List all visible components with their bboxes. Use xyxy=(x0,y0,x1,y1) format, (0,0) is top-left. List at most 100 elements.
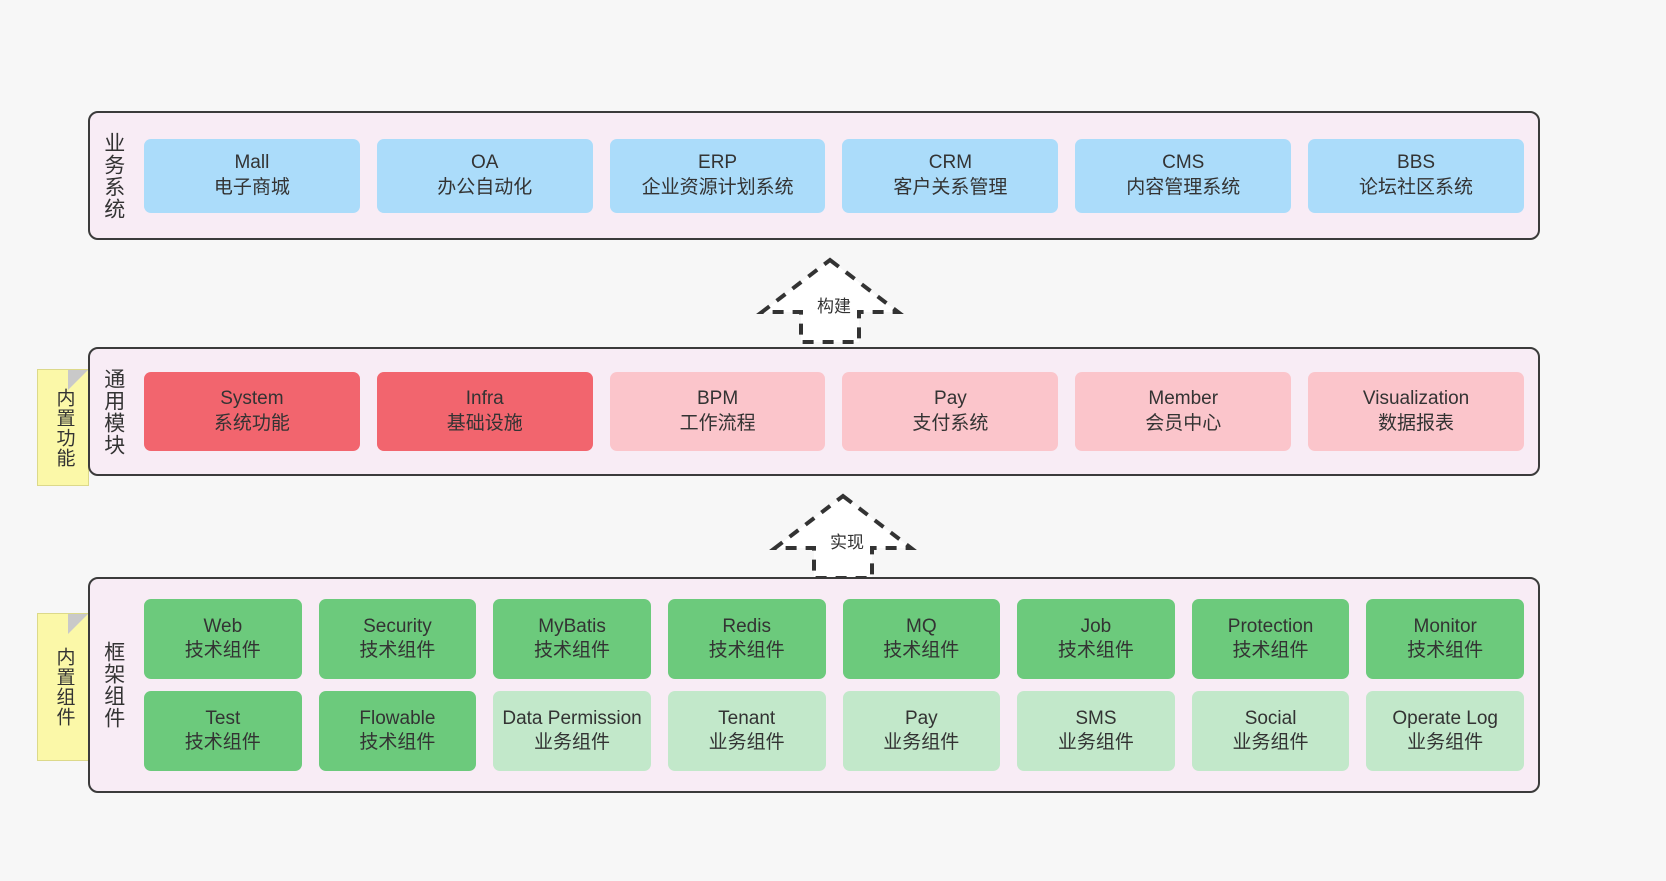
layer-business-body: Mall 电子商城 OA 办公自动化 ERP 企业资源计划系统 CRM 客户关系… xyxy=(136,113,1538,238)
node-data-permission-en: Data Permission xyxy=(502,707,642,729)
node-oa-cn: 办公自动化 xyxy=(437,176,533,198)
node-infra-en: Infra xyxy=(465,388,504,410)
layer-framework-components: 框架组件 Web 技术组件 Security 技术组件 MyBatis 技术组件… xyxy=(88,577,1540,793)
node-system-cn: 系统功能 xyxy=(213,412,290,434)
node-sms[interactable]: SMS 业务组件 xyxy=(1017,691,1175,771)
node-member-cn: 会员中心 xyxy=(1145,412,1222,434)
node-tenant[interactable]: Tenant 业务组件 xyxy=(667,691,826,771)
layer-framework-body: Web 技术组件 Security 技术组件 MyBatis 技术组件 Redi… xyxy=(136,579,1538,791)
node-pay-module-cn: 支付系统 xyxy=(912,412,989,434)
node-mybatis-cn: 技术组件 xyxy=(534,640,611,661)
node-erp-en: ERP xyxy=(698,152,738,174)
node-flowable[interactable]: Flowable 技术组件 xyxy=(318,691,477,771)
framework-node-row-1: Web 技术组件 Security 技术组件 MyBatis 技术组件 Redi… xyxy=(144,599,1524,679)
node-social-en: Social xyxy=(1244,707,1297,729)
node-test[interactable]: Test 技术组件 xyxy=(144,691,302,771)
node-bpm-cn: 工作流程 xyxy=(679,412,756,434)
layer-business-systems: 业务系统 Mall 电子商城 OA 办公自动化 ERP 企业资源计划系统 CRM… xyxy=(88,111,1540,240)
node-web[interactable]: Web 技术组件 xyxy=(144,599,302,679)
node-data-permission[interactable]: Data Permission 业务组件 xyxy=(493,691,651,771)
node-crm-en: CRM xyxy=(928,152,973,174)
layer-common-modules: 通用模块 System 系统功能 Infra 基础设施 BPM 工作流程 Pay… xyxy=(88,347,1540,476)
note-builtin-components: 内置组件 xyxy=(37,613,89,761)
node-visualization-en: Visualization xyxy=(1362,388,1470,410)
node-protection-cn: 技术组件 xyxy=(1232,640,1309,661)
node-infra-cn: 基础设施 xyxy=(446,412,523,434)
node-flowable-en: Flowable xyxy=(359,707,436,729)
node-protection-en: Protection xyxy=(1227,615,1314,637)
node-test-en: Test xyxy=(205,707,241,729)
arrow-build-label: 构建 xyxy=(817,297,851,316)
node-bbs-cn: 论坛社区系统 xyxy=(1359,176,1474,198)
node-crm[interactable]: CRM 客户关系管理 xyxy=(842,138,1059,213)
node-cms-en: CMS xyxy=(1162,152,1205,174)
node-crm-cn: 客户关系管理 xyxy=(893,176,1008,198)
node-mybatis-en: MyBatis xyxy=(538,615,606,637)
node-infra[interactable]: Infra 基础设施 xyxy=(376,372,593,451)
node-bbs[interactable]: BBS 论坛社区系统 xyxy=(1308,138,1524,213)
node-redis-cn: 技术组件 xyxy=(708,640,785,661)
node-protection[interactable]: Protection 技术组件 xyxy=(1191,599,1350,679)
node-job-cn: 技术组件 xyxy=(1057,640,1134,661)
node-visualization[interactable]: Visualization 数据报表 xyxy=(1308,372,1524,451)
node-mq-cn: 技术组件 xyxy=(883,640,960,661)
node-operate-log-en: Operate Log xyxy=(1392,707,1498,729)
layer-common-title: 通用模块 xyxy=(101,367,125,456)
node-flowable-cn: 技术组件 xyxy=(359,732,436,753)
node-social-cn: 业务组件 xyxy=(1232,732,1309,753)
generalization-arrow-build: 构建 xyxy=(755,254,905,346)
node-sms-cn: 业务组件 xyxy=(1057,732,1134,753)
node-operate-log-cn: 业务组件 xyxy=(1407,732,1484,753)
node-tenant-en: Tenant xyxy=(718,707,776,729)
note-builtin-functions: 内置功能 xyxy=(37,369,89,486)
node-bpm-en: BPM xyxy=(696,388,739,410)
node-member[interactable]: Member 会员中心 xyxy=(1075,372,1292,451)
node-oa[interactable]: OA 办公自动化 xyxy=(376,138,593,213)
node-social[interactable]: Social 业务组件 xyxy=(1191,691,1350,771)
note-builtin-functions-label: 内置功能 xyxy=(53,387,75,468)
node-security-en: Security xyxy=(363,615,432,637)
node-pay-component[interactable]: Pay 业务组件 xyxy=(842,691,1001,771)
node-member-en: Member xyxy=(1148,388,1219,410)
node-operate-log[interactable]: Operate Log 业务组件 xyxy=(1366,691,1524,771)
node-sms-en: SMS xyxy=(1075,707,1117,729)
node-mall-cn: 电子商城 xyxy=(213,176,290,198)
node-redis-en: Redis xyxy=(722,615,771,637)
node-erp[interactable]: ERP 企业资源计划系统 xyxy=(609,138,826,213)
node-pay-module[interactable]: Pay 支付系统 xyxy=(842,372,1059,451)
node-cms-cn: 内容管理系统 xyxy=(1126,176,1241,198)
node-monitor[interactable]: Monitor 技术组件 xyxy=(1366,599,1524,679)
generalization-arrow-implement: 实现 xyxy=(768,490,918,582)
node-bpm[interactable]: BPM 工作流程 xyxy=(609,372,826,451)
node-web-cn: 技术组件 xyxy=(184,640,261,661)
generalization-arrow-build-icon xyxy=(756,257,904,344)
node-pay-module-en: Pay xyxy=(934,388,967,410)
note-builtin-components-label: 内置组件 xyxy=(53,647,75,727)
node-mybatis[interactable]: MyBatis 技术组件 xyxy=(493,599,651,679)
node-job[interactable]: Job 技术组件 xyxy=(1017,599,1175,679)
layer-common-body: System 系统功能 Infra 基础设施 BPM 工作流程 Pay 支付系统… xyxy=(136,349,1538,474)
node-pay-component-en: Pay xyxy=(904,707,938,729)
layer-framework-title: 框架组件 xyxy=(101,641,125,729)
node-mq-en: MQ xyxy=(906,615,937,637)
layer-business-title: 业务系统 xyxy=(101,131,125,220)
node-data-permission-cn: 业务组件 xyxy=(534,732,611,753)
node-tenant-cn: 业务组件 xyxy=(708,732,785,753)
node-cms[interactable]: CMS 内容管理系统 xyxy=(1075,138,1292,213)
node-mq[interactable]: MQ 技术组件 xyxy=(842,599,1001,679)
node-system[interactable]: System 系统功能 xyxy=(144,372,360,451)
node-web-en: Web xyxy=(203,615,243,637)
node-system-en: System xyxy=(220,388,284,410)
node-erp-cn: 企业资源计划系统 xyxy=(641,176,794,198)
node-visualization-cn: 数据报表 xyxy=(1378,412,1455,434)
node-oa-en: OA xyxy=(471,152,499,174)
node-mall[interactable]: Mall 电子商城 xyxy=(144,138,360,213)
node-bbs-en: BBS xyxy=(1397,152,1436,174)
node-redis[interactable]: Redis 技术组件 xyxy=(667,599,826,679)
node-test-cn: 技术组件 xyxy=(184,732,261,753)
arrow-implement-label: 实现 xyxy=(830,533,864,552)
node-security-cn: 技术组件 xyxy=(359,640,436,661)
node-security[interactable]: Security 技术组件 xyxy=(318,599,477,679)
node-mall-en: Mall xyxy=(234,152,270,174)
node-job-en: Job xyxy=(1080,615,1112,637)
